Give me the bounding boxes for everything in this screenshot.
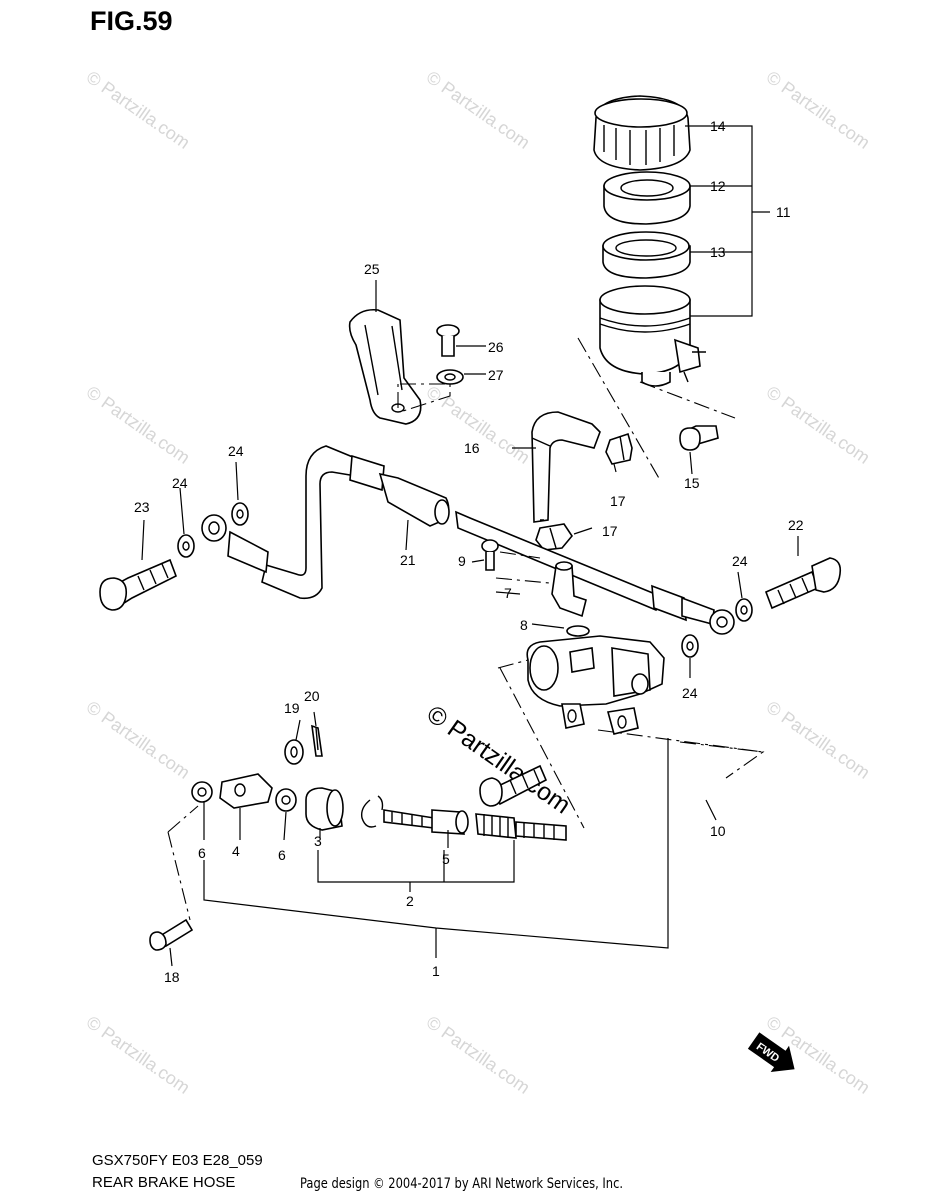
hose-right (455, 510, 687, 622)
callout-17-upper: 17 (610, 493, 626, 509)
leader-11-bracket (685, 125, 770, 317)
reservoir-diaphragm-plate (603, 171, 691, 225)
dash-mastercyl-right (597, 729, 765, 779)
watermark: © Partzilla.com (83, 382, 194, 468)
clamp-17-upper (605, 432, 633, 465)
washer-24-c-hole (740, 605, 748, 615)
washer-24-b (177, 534, 195, 558)
piston-spring (475, 813, 567, 841)
callout-8: 8 (520, 617, 528, 633)
model-code: GSX750FY E03 E28_059 (92, 1152, 263, 1169)
push-rod-5 (383, 809, 469, 835)
callout-24-a: 24 (228, 443, 244, 459)
reservoir-diaphragm (602, 231, 691, 279)
watermark-layer: © Partzilla.com © Partzilla.com © Partzi… (83, 67, 874, 1098)
callout-16: 16 (464, 440, 480, 456)
callout-9: 9 (458, 553, 466, 569)
callout-20: 20 (304, 688, 320, 704)
watermark: © Partzilla.com (423, 67, 534, 153)
bolt-15 (679, 425, 719, 451)
callout-23: 23 (134, 499, 150, 515)
callout-24-b: 24 (172, 475, 188, 491)
eye-fitting-right (681, 596, 735, 635)
watermark: © Partzilla.com (763, 382, 874, 468)
figure-title: FIG.59 (90, 6, 173, 36)
leader-2-bracket (317, 840, 515, 892)
o-ring-8 (566, 625, 590, 637)
footer-credit: Page design © 2004-2017 by ARI Network S… (300, 1176, 624, 1192)
callout-4: 4 (232, 843, 240, 859)
circlip (360, 795, 384, 828)
callout-27: 27 (488, 367, 504, 383)
callout-10: 10 (710, 823, 726, 839)
screw-26 (436, 324, 460, 357)
union-bolt-22 (764, 557, 842, 610)
watermark: © Partzilla.com (763, 697, 874, 783)
screw-9 (481, 539, 499, 571)
callout-12: 12 (710, 178, 726, 194)
washer-24-d (681, 634, 699, 658)
watermark: © Partzilla.com (763, 67, 874, 153)
callout-13: 13 (710, 244, 726, 260)
washer-24-a (231, 502, 249, 526)
callout-21: 21 (400, 552, 416, 568)
callout-14: 14 (710, 118, 726, 134)
callout-17-lower: 17 (602, 523, 618, 539)
callout-7: 7 (504, 585, 512, 601)
eye-fitting-left (201, 514, 269, 574)
dash-pin-18 (167, 805, 199, 921)
callout-numbers: 1 2 3 4 5 6 6 7 8 9 10 11 12 13 14 15 16… (134, 118, 804, 985)
cotter-pin-20 (311, 724, 323, 757)
callout-24-d: 24 (682, 685, 698, 701)
clamp-17-lower (535, 523, 573, 551)
reservoir-cap (593, 95, 691, 171)
watermark: © Partzilla.com (83, 697, 194, 783)
callout-22: 22 (788, 517, 804, 533)
boot-3 (305, 787, 344, 831)
union-bolt-23 (99, 558, 178, 611)
callout-25: 25 (364, 261, 380, 277)
washer-19 (284, 739, 304, 765)
callout-11: 11 (776, 204, 791, 220)
forward-direction-badge: FWD (747, 1032, 795, 1072)
washer-24-d-hole (686, 641, 694, 651)
callout-3: 3 (314, 833, 322, 849)
clevis-4 (219, 773, 273, 809)
nut-6-left (191, 781, 213, 803)
callout-6-left: 6 (198, 845, 206, 861)
callout-5: 5 (442, 851, 450, 867)
washer-24-a-hole (236, 509, 244, 519)
bolt-10 (479, 764, 548, 807)
dash-mastercyl-left (497, 659, 585, 829)
dash-bracket-screw (397, 383, 451, 413)
reservoir-tank (599, 285, 706, 387)
washer-24-c (735, 598, 753, 622)
callout-19: 19 (284, 700, 300, 716)
dash-screw-9 (495, 551, 561, 585)
pin-18 (149, 918, 194, 951)
hose-16 (531, 411, 601, 523)
callout-26: 26 (488, 339, 504, 355)
callout-15: 15 (684, 475, 700, 491)
watermark: © Partzilla.com (83, 1012, 194, 1098)
callout-18: 18 (164, 969, 180, 985)
bracket-25 (348, 308, 422, 425)
callout-24-c: 24 (732, 553, 748, 569)
callout-6-right: 6 (278, 847, 286, 863)
leader-lines (141, 280, 799, 967)
watermark: © Partzilla.com (83, 67, 194, 153)
connector-7 (551, 561, 587, 618)
washer-27 (436, 369, 464, 385)
leader-1-bracket (203, 738, 669, 958)
diagram-name: REAR BRAKE HOSE (92, 1174, 236, 1191)
watermark: © Partzilla.com (423, 1012, 534, 1098)
washer-24-b-hole (182, 541, 190, 551)
dash-reservoir-to-15 (577, 337, 736, 481)
callout-2: 2 (406, 893, 414, 909)
hose-21 (261, 445, 450, 600)
master-cylinder-body (526, 635, 665, 735)
callout-1: 1 (432, 963, 440, 979)
nut-6-right (275, 788, 297, 812)
